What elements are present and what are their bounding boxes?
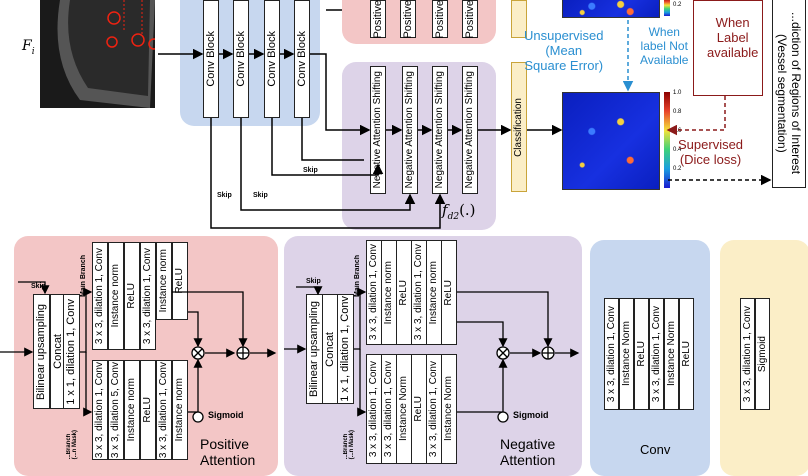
pos-main-block-3: ReLU [124, 242, 140, 350]
skip-label: Skip [253, 192, 268, 199]
label-available-box [693, 0, 763, 96]
skip-label: Skip [303, 167, 318, 174]
positive-block-4: Positive [462, 0, 478, 38]
colorbar-top [664, 0, 670, 16]
neg-sigmoid-label: Sigmoid [513, 410, 549, 420]
input-label: Fi [22, 38, 35, 57]
neg-main-block-6: ReLU [441, 240, 457, 345]
cls-sigmoid-block: Sigmoid [755, 298, 770, 410]
pos-sigmoid-label: Sigmoid [208, 410, 244, 420]
colorbar-tick: 0.4 [673, 147, 682, 153]
bottom-connections [0, 281, 580, 423]
neg-panel-title: Negative [500, 436, 556, 452]
positive-block-1: Positive [370, 0, 386, 38]
positive-block-2: Positive [400, 0, 416, 38]
pos-main-block-5: Instance norm [156, 242, 172, 320]
conv-detail-block-4: 3 x 3, dilation 1, Conv [649, 298, 664, 410]
colorbar-tick: 0.8 [673, 109, 682, 115]
supervised-output-map [562, 92, 660, 190]
output-box: ...diction of Regions of Interest (Vesse… [772, 0, 806, 188]
fd2-label: fd2(.) [442, 201, 476, 222]
conv-detail-block-5: Instance Norm [664, 298, 679, 410]
pos-main-block-6: ReLU [172, 242, 188, 320]
classification-block: Classification [511, 62, 527, 192]
supervised-label: Supervised (Dice loss) [678, 137, 744, 167]
conv-detail-block-2: Instance Norm [619, 298, 634, 410]
cls-conv-block: 3 x 3, dilation 1, Conv [740, 298, 755, 410]
conv-panel-title: Conv [640, 442, 671, 457]
top-connections [158, 9, 772, 229]
conv-detail-block-6: ReLU [679, 298, 694, 410]
skip-label: Skip [217, 192, 232, 199]
input-ct-image [40, 0, 155, 108]
colorbar-tick: 0.2 [673, 2, 682, 8]
pos-skip-label: Skip [31, 283, 46, 290]
unsupervised-output-map [562, 0, 660, 18]
conv-block-1: Conv Block [203, 0, 219, 118]
nas-block-1: Negative Attention Shifting [370, 66, 386, 194]
colorbar [664, 92, 670, 188]
conv-block-2: Conv Block [233, 0, 249, 118]
conv-block-4: Conv Block [294, 0, 310, 118]
nas-block-4: Negative Attention Shifting [462, 66, 478, 194]
conv-detail-block-3: ReLU [634, 298, 649, 410]
conv-block-3: Conv Block [264, 0, 280, 118]
when-label-available: When Label available [707, 15, 759, 60]
unsupervised-label: Unsupervised (Mean Square Error) [524, 28, 604, 73]
pos-main-block-4: 3 x 3, dilation 1, Conv [140, 242, 156, 350]
pos-panel-title: Positive [200, 436, 250, 452]
pos-1x1-conv: 1 x 1, dilation 1, Conv [63, 294, 80, 409]
when-label-not-available: When label Not Available [640, 25, 689, 67]
colorbar-tick: 0.6 [673, 128, 682, 134]
pos-main-block-1: 3 x 3, dilation 1, Conv [92, 242, 108, 350]
conv-detail-block-1: 3 x 3, dilation 1, Conv [604, 298, 619, 410]
colorbar-tick: 1.0 [673, 90, 682, 96]
neg-1x1-conv: 1 x 1, dilation 1, Conv [337, 294, 354, 404]
positive-block-3: Positive [432, 0, 448, 38]
pos-bilinear-upsampling: Bilinear upsampling [33, 294, 50, 409]
classification-block-top [511, 0, 527, 38]
colorbar-tick: 0.2 [673, 166, 682, 172]
pos-main-block-2: Instance norm [108, 242, 124, 350]
neg-skip-label: Skip [306, 278, 321, 285]
